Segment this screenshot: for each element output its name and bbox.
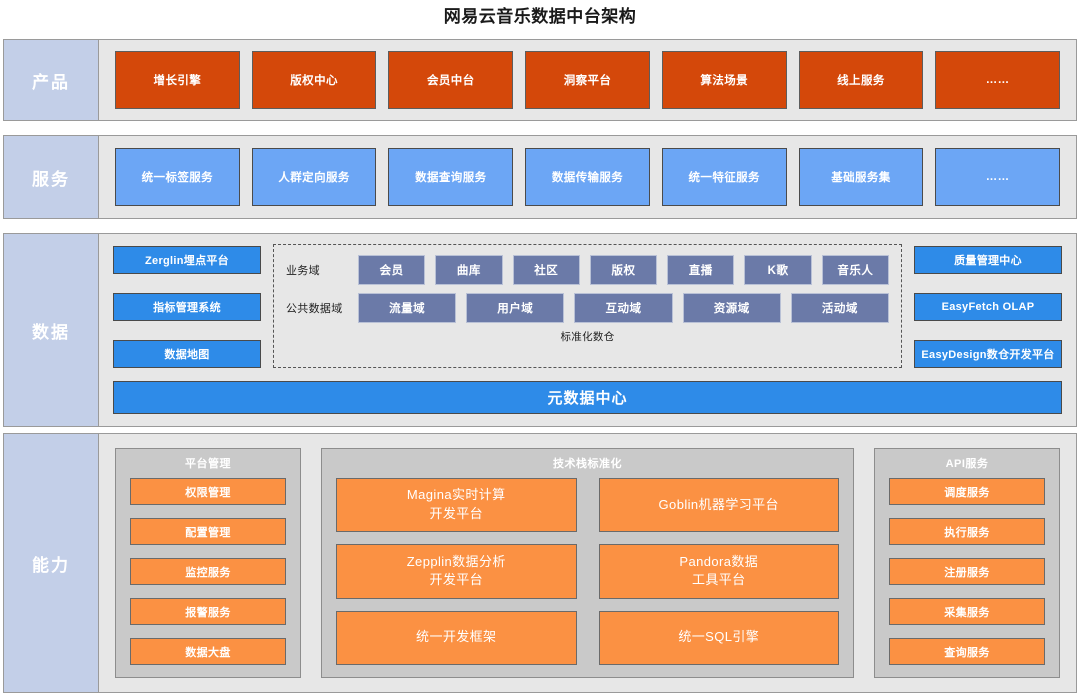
platform-management-item[interactable]: 数据大盘: [130, 638, 286, 665]
public-domain-item[interactable]: 互动域: [574, 293, 672, 323]
public-domain-item[interactable]: 流量域: [358, 293, 456, 323]
platform-management-item[interactable]: 报警服务: [130, 598, 286, 625]
product-item[interactable]: 会员中台: [388, 51, 513, 109]
tech-stack-item[interactable]: 统一SQL引擎: [599, 611, 840, 665]
public-domain-item[interactable]: 活动域: [791, 293, 889, 323]
layer-label-data: 数据: [4, 234, 99, 426]
warehouse-caption: 标准化数仓: [286, 329, 889, 344]
layer-body-service: 统一标签服务 人群定向服务 数据查询服务 数据传输服务 统一特征服务 基础服务集…: [99, 136, 1076, 218]
public-domain-label: 公共数据域: [286, 300, 358, 316]
product-item[interactable]: 线上服务: [799, 51, 924, 109]
service-item[interactable]: 统一标签服务: [115, 148, 240, 206]
business-domain-row: 业务域 会员 曲库 社区 版权 直播 K歌 音乐人: [286, 255, 889, 285]
metadata-center-bar[interactable]: 元数据中心: [113, 381, 1062, 414]
public-domain-row: 公共数据域 流量域 用户域 互动域 资源域 活动域: [286, 293, 889, 323]
tech-stack-item[interactable]: Goblin机器学习平台: [599, 478, 840, 532]
platform-management-item[interactable]: 权限管理: [130, 478, 286, 505]
layer-label-capability: 能力: [4, 434, 99, 692]
group-tech-stack-standardization: 技术栈标准化 Magina实时计算 开发平台 Goblin机器学习平台 Zepp…: [321, 448, 854, 678]
business-domain-item[interactable]: K歌: [744, 255, 811, 285]
product-item[interactable]: 版权中心: [252, 51, 377, 109]
data-top-section: Zerglin埋点平台 指标管理系统 数据地图 业务域 会员 曲库 社区 版权 …: [113, 244, 1062, 369]
api-service-item[interactable]: 采集服务: [889, 598, 1045, 625]
layer-label-product: 产品: [4, 40, 99, 120]
service-item[interactable]: ……: [935, 148, 1060, 206]
layer-body-product: 增长引擎 版权中心 会员中台 洞察平台 算法场景 线上服务 ……: [99, 40, 1076, 120]
tech-stack-item[interactable]: Pandora数据 工具平台: [599, 544, 840, 598]
tech-stack-item[interactable]: Zepplin数据分析 开发平台: [336, 544, 577, 598]
platform-management-item[interactable]: 监控服务: [130, 558, 286, 585]
service-item[interactable]: 基础服务集: [799, 148, 924, 206]
business-domain-cells: 会员 曲库 社区 版权 直播 K歌 音乐人: [358, 255, 889, 285]
service-item[interactable]: 数据查询服务: [388, 148, 513, 206]
service-chip-row: 统一标签服务 人群定向服务 数据查询服务 数据传输服务 统一特征服务 基础服务集…: [99, 148, 1076, 206]
data-right-item[interactable]: EasyFetch OLAP: [914, 293, 1062, 321]
group-items: 调度服务 执行服务 注册服务 采集服务 查询服务: [889, 478, 1045, 665]
service-item[interactable]: 统一特征服务: [662, 148, 787, 206]
product-item[interactable]: 洞察平台: [525, 51, 650, 109]
business-domain-label: 业务域: [286, 262, 358, 278]
group-title: 技术栈标准化: [336, 455, 839, 471]
product-item[interactable]: 增长引擎: [115, 51, 240, 109]
tech-stack-item[interactable]: 统一开发框架: [336, 611, 577, 665]
platform-management-item[interactable]: 配置管理: [130, 518, 286, 545]
business-domain-item[interactable]: 会员: [358, 255, 425, 285]
layer-capability: 能力 平台管理 权限管理 配置管理 监控服务 报警服务 数据大盘 技术栈标准化 …: [3, 433, 1077, 693]
group-items: 权限管理 配置管理 监控服务 报警服务 数据大盘: [130, 478, 286, 665]
business-domain-item[interactable]: 社区: [513, 255, 580, 285]
group-title: API服务: [889, 455, 1045, 471]
business-domain-item[interactable]: 直播: [667, 255, 734, 285]
layer-label-service: 服务: [4, 136, 99, 218]
public-domain-cells: 流量域 用户域 互动域 资源域 活动域: [358, 293, 889, 323]
group-api-service: API服务 调度服务 执行服务 注册服务 采集服务 查询服务: [874, 448, 1060, 678]
product-chip-row: 增长引擎 版权中心 会员中台 洞察平台 算法场景 线上服务 ……: [99, 51, 1076, 109]
layer-product: 产品 增长引擎 版权中心 会员中台 洞察平台 算法场景 线上服务 ……: [3, 39, 1077, 121]
business-domain-item[interactable]: 曲库: [435, 255, 502, 285]
tech-stack-item[interactable]: Magina实时计算 开发平台: [336, 478, 577, 532]
product-item[interactable]: 算法场景: [662, 51, 787, 109]
business-domain-item[interactable]: 版权: [590, 255, 657, 285]
layer-body-data: Zerglin埋点平台 指标管理系统 数据地图 业务域 会员 曲库 社区 版权 …: [99, 234, 1076, 426]
api-service-item[interactable]: 执行服务: [889, 518, 1045, 545]
business-domain-item[interactable]: 音乐人: [822, 255, 889, 285]
data-left-item[interactable]: 数据地图: [113, 340, 261, 368]
data-left-item[interactable]: Zerglin埋点平台: [113, 246, 261, 274]
group-title: 平台管理: [130, 455, 286, 471]
layer-body-capability: 平台管理 权限管理 配置管理 监控服务 报警服务 数据大盘 技术栈标准化 Mag…: [99, 434, 1076, 692]
data-left-item[interactable]: 指标管理系统: [113, 293, 261, 321]
data-right-item[interactable]: EasyDesign数仓开发平台: [914, 340, 1062, 368]
api-service-item[interactable]: 调度服务: [889, 478, 1045, 505]
service-item[interactable]: 数据传输服务: [525, 148, 650, 206]
public-domain-item[interactable]: 用户域: [466, 293, 564, 323]
data-left-column: Zerglin埋点平台 指标管理系统 数据地图: [113, 244, 261, 368]
api-service-item[interactable]: 注册服务: [889, 558, 1045, 585]
service-item[interactable]: 人群定向服务: [252, 148, 377, 206]
api-service-item[interactable]: 查询服务: [889, 638, 1045, 665]
standard-warehouse-box: 业务域 会员 曲库 社区 版权 直播 K歌 音乐人 公共数据域: [273, 244, 902, 368]
product-item[interactable]: ……: [935, 51, 1060, 109]
data-right-column: 质量管理中心 EasyFetch OLAP EasyDesign数仓开发平台: [914, 244, 1062, 368]
page-title: 网易云音乐数据中台架构: [0, 0, 1080, 34]
layer-data: 数据 Zerglin埋点平台 指标管理系统 数据地图 业务域 会员 曲库 社区: [3, 233, 1077, 427]
layer-service: 服务 统一标签服务 人群定向服务 数据查询服务 数据传输服务 统一特征服务 基础…: [3, 135, 1077, 219]
public-domain-item[interactable]: 资源域: [683, 293, 781, 323]
data-right-item[interactable]: 质量管理中心: [914, 246, 1062, 274]
group-items: Magina实时计算 开发平台 Goblin机器学习平台 Zepplin数据分析…: [336, 478, 839, 665]
group-platform-management: 平台管理 权限管理 配置管理 监控服务 报警服务 数据大盘: [115, 448, 301, 678]
